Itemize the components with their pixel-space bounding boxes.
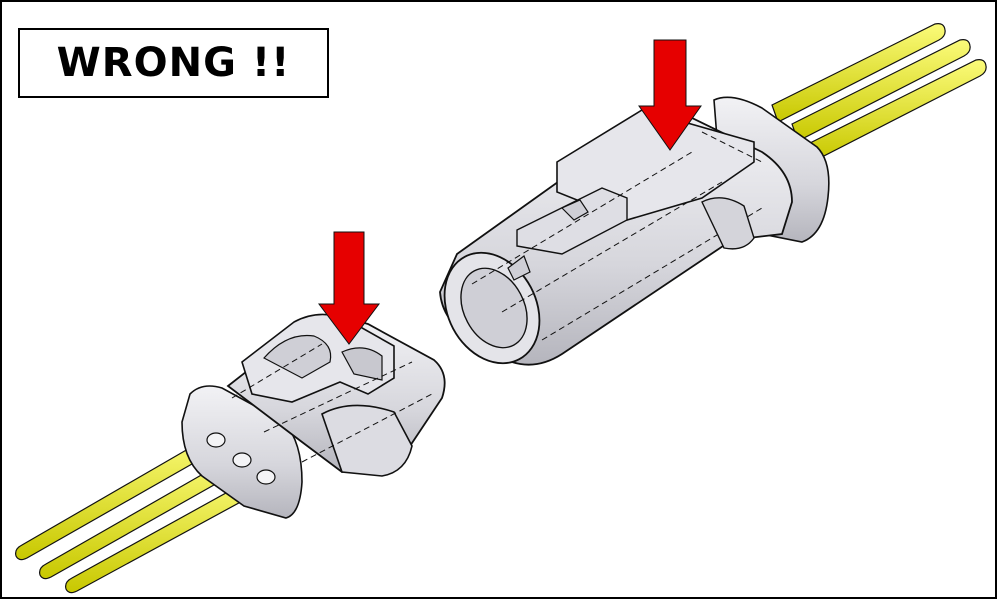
red-arrow-left	[318, 231, 380, 345]
yellow-wire	[39, 453, 245, 580]
left-wires	[15, 433, 271, 594]
red-arrow	[638, 39, 702, 151]
yellow-wire	[809, 59, 987, 161]
connector-housing	[321, 404, 413, 477]
red-arrow-right	[638, 39, 702, 151]
right-connector	[439, 23, 987, 366]
yellow-wire	[791, 39, 971, 142]
red-arrow	[318, 231, 380, 345]
yellow-wire	[15, 433, 221, 561]
yellow-wire	[771, 23, 946, 123]
right-wires	[771, 23, 987, 161]
left-connector	[15, 313, 446, 594]
yellow-wire	[65, 471, 271, 594]
wrong-label: WRONG !!	[18, 28, 329, 98]
